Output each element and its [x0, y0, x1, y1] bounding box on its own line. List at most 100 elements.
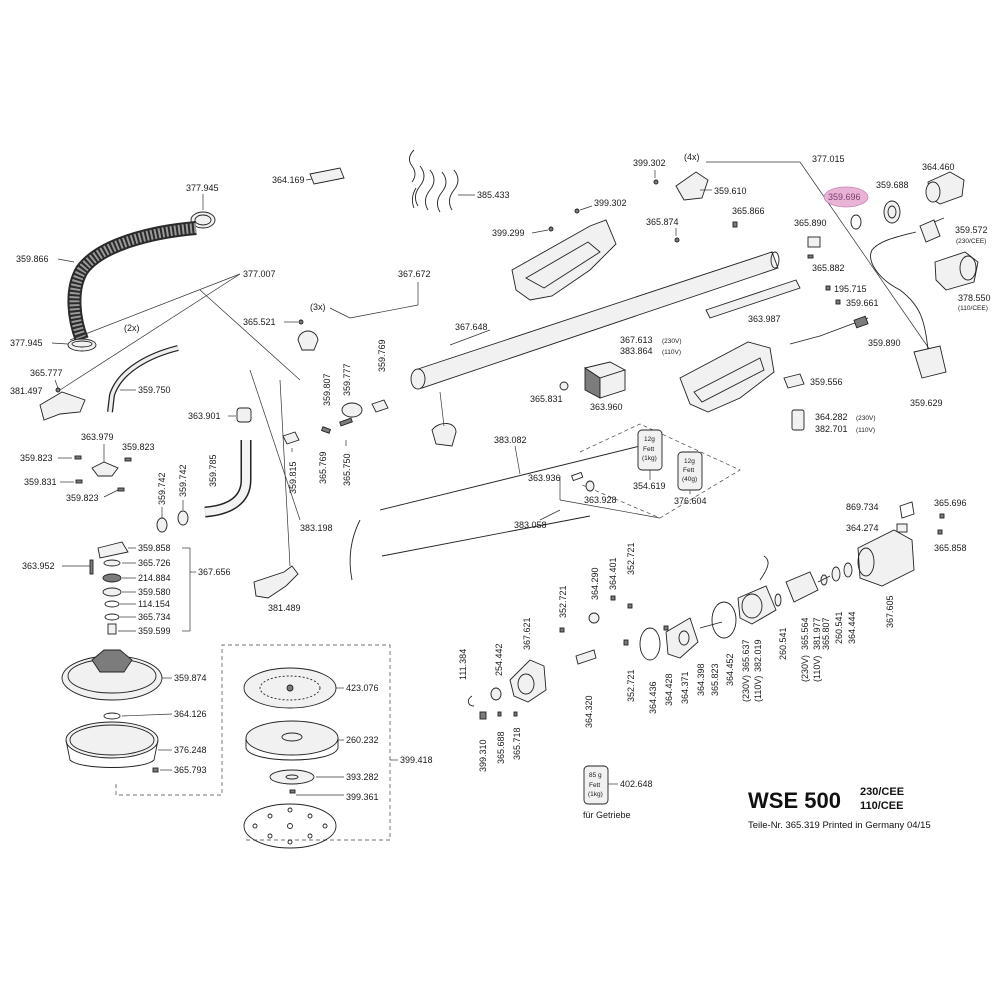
label-359831: 359.831	[24, 477, 57, 487]
part-376248-brush-ring	[65, 721, 159, 768]
label-365874: 365.874	[646, 217, 679, 227]
label-359769: 359.769	[377, 339, 387, 372]
svg-text:(40g): (40g)	[682, 476, 697, 483]
part-399310-screw	[479, 711, 487, 720]
part-359815-nut	[282, 431, 300, 445]
part-motor-housing-lower	[679, 341, 775, 413]
label-364436: 364.436	[648, 681, 658, 714]
part-365521-screw	[298, 319, 304, 325]
label-376248: 376.248	[174, 745, 207, 755]
label-363987: 363.987	[748, 314, 781, 324]
part-423076-pad-plate	[243, 667, 337, 709]
part-359742-ring-b	[177, 510, 189, 526]
label-352721-a: 352.721	[558, 585, 568, 618]
part-359629-cover	[913, 345, 947, 379]
label-359572: 359.572	[955, 225, 988, 235]
label-359823-bottom: 359.823	[66, 493, 99, 503]
label-352721-b: 352.721	[626, 542, 636, 575]
label-365726: 365.726	[138, 558, 171, 568]
label-383058: 383.058	[514, 520, 547, 530]
part-359572-plug	[919, 217, 945, 243]
part-364452-gasket	[711, 601, 737, 639]
part-stack-column	[97, 541, 129, 635]
label-364452: 364.452	[725, 653, 735, 686]
label-359874: 359.874	[174, 673, 207, 683]
label-195715: 195.715	[834, 284, 867, 294]
label-365882: 365.882	[812, 263, 845, 273]
part-381489-bracket	[253, 565, 299, 599]
label-363979: 363.979	[81, 432, 114, 442]
label-363960: 363.960	[590, 402, 623, 412]
part-383082-rod	[379, 445, 641, 511]
label-363928: 363.928	[584, 495, 617, 505]
part-364282-bracket	[791, 409, 805, 431]
grease-container-402648: 85 g Fett (1kg)	[583, 765, 609, 805]
label-230v-d: (230V)	[800, 655, 810, 682]
label-114154: 114.154	[138, 599, 170, 609]
label-352721-c: 352.721	[626, 669, 636, 702]
label-359823-top: 359.823	[122, 442, 155, 452]
part-359688-nut	[883, 200, 901, 224]
label-359688: 359.688	[876, 180, 909, 190]
grease-container-376604: 12g Fett (40g)	[677, 451, 703, 491]
label-2x: (2x)	[124, 323, 140, 333]
part-367648-main-tube	[410, 251, 780, 390]
parts-number-line: Teile-Nr. 365.319 Printed in Germany 04/…	[748, 820, 931, 831]
label-365777: 365.777	[30, 368, 63, 378]
label-254442: 254.442	[494, 643, 504, 676]
label-230v-c: (230V)	[741, 675, 751, 702]
label-399302-top: 399.302	[633, 158, 666, 168]
label-359696[interactable]: 359.696	[828, 192, 861, 202]
part-260541-bearing	[831, 566, 841, 582]
part-359823-pin-bottom	[117, 487, 125, 492]
grease-container-354619: 12g Fett (1kg)	[637, 429, 663, 471]
svg-text:Fett: Fett	[589, 782, 600, 789]
part-363987-channel	[705, 279, 801, 319]
part-378550-cee-plug	[934, 251, 979, 291]
part-359831-pin	[75, 479, 83, 484]
label-365793: 365.793	[174, 765, 207, 775]
svg-text:12g: 12g	[644, 436, 655, 443]
part-359777-switch	[339, 402, 363, 427]
label-359629: 359.629	[910, 398, 943, 408]
part-364290-bearing	[588, 612, 600, 624]
svg-text:12g: 12g	[684, 458, 695, 465]
label-fuer-getriebe: für Getriebe	[583, 810, 631, 820]
label-363952: 363.952	[22, 561, 55, 571]
label-399299: 399.299	[492, 228, 525, 238]
part-365769-spring	[320, 426, 332, 434]
part-359610-clamp	[675, 171, 709, 201]
part-364126-oring	[103, 712, 121, 720]
part-upper-housing	[511, 219, 617, 301]
part-383198-hook	[349, 519, 361, 581]
label-367605: 367.605	[885, 595, 895, 628]
highlight-359696[interactable]	[823, 186, 869, 208]
part-399361-screw	[289, 789, 296, 794]
label-260541-a: 260.541	[778, 627, 788, 660]
label-4x: (4x)	[684, 152, 700, 162]
label-3x: (3x)	[310, 302, 326, 312]
part-367621-gear-cover	[509, 659, 547, 703]
label-365521: 365.521	[243, 317, 276, 327]
label-364169: 364.169	[272, 175, 305, 185]
label-364444: 364.444	[847, 611, 857, 644]
part-363952-pin	[89, 559, 94, 575]
label-365718: 365.718	[512, 727, 522, 760]
part-365637-stator	[737, 555, 777, 625]
part-359874-head-plate	[61, 649, 163, 701]
part-tube-clamp-half	[297, 330, 319, 351]
part-364436-gasket	[639, 627, 661, 661]
label-359823-left: 359.823	[20, 453, 53, 463]
label-364371: 364.371	[680, 671, 690, 704]
label-393282: 393.282	[346, 772, 379, 782]
label-365734: 365.734	[138, 612, 171, 622]
label-365750: 365.750	[342, 453, 352, 486]
label-399302-mid: 399.302	[594, 198, 627, 208]
part-364371-gear-housing	[665, 617, 699, 659]
part-365890-block	[807, 236, 821, 248]
label-383082: 383.082	[494, 435, 527, 445]
label-230v-b: (230V)	[856, 415, 876, 422]
label-359785: 359.785	[208, 454, 218, 487]
part-393282-disc	[269, 769, 315, 785]
part-364460-connector	[925, 171, 965, 205]
